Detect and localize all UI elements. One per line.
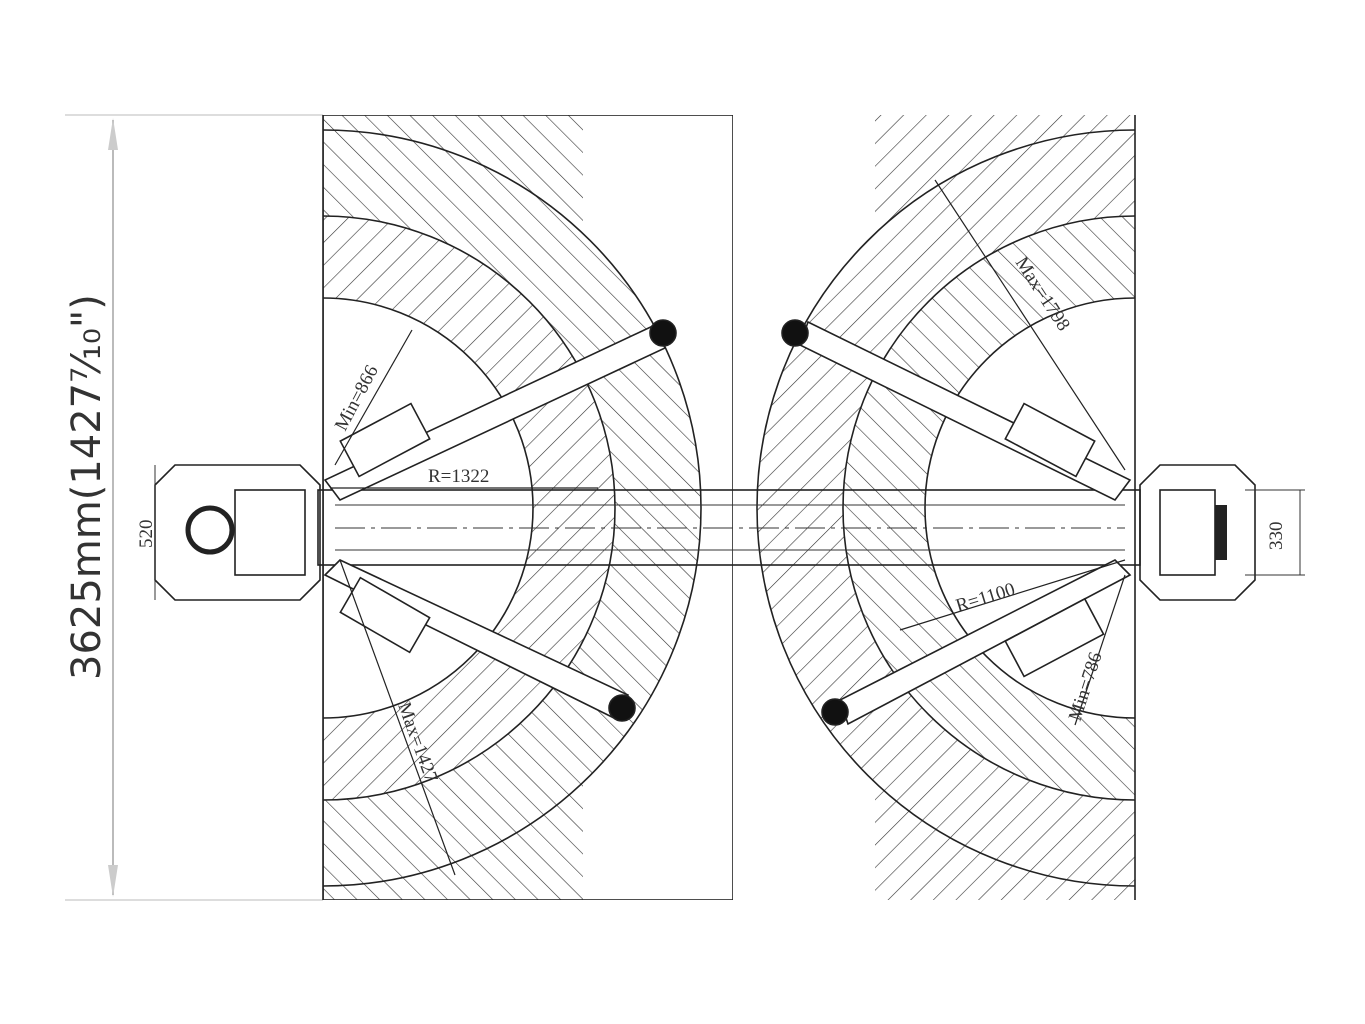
arm-top-left xyxy=(323,319,677,502)
left-radius-label: R=1322 xyxy=(428,466,489,487)
left-post-width-label: 520 xyxy=(136,520,157,549)
overall-dimension: 3625mm(1427⁷⁄₁₀") xyxy=(64,114,323,901)
arm-bottom-left xyxy=(323,559,636,722)
lift-arms xyxy=(323,319,1132,726)
overall-dimension-label: 3625mm(1427⁷⁄₁₀") xyxy=(64,294,110,680)
right-post: 330 xyxy=(1139,464,1305,601)
right-post-width-label: 330 xyxy=(1266,522,1287,551)
arm-top-right xyxy=(781,319,1132,502)
left-post: 520 xyxy=(136,464,321,601)
dimension-leaders xyxy=(330,179,1126,876)
right-swing-zone xyxy=(756,115,1135,900)
arm-bottom-right xyxy=(821,559,1132,726)
